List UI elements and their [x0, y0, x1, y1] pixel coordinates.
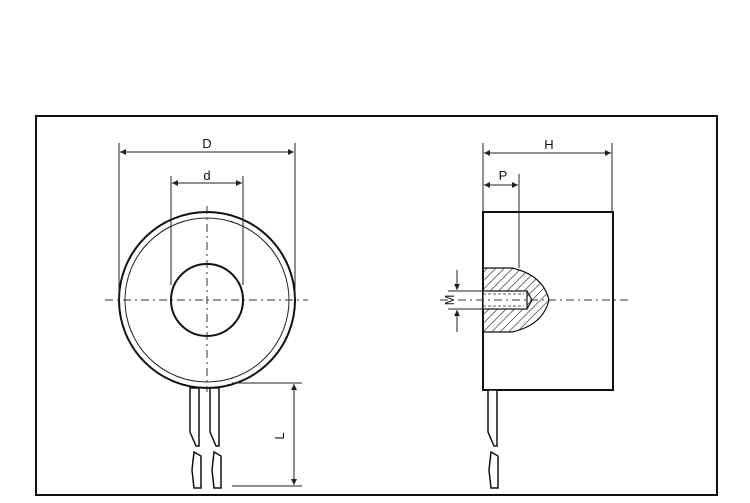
l-label: L: [272, 432, 287, 439]
d-outer-label: D: [202, 136, 211, 151]
d-inner-label: d: [203, 168, 210, 183]
side-lead-wire: [487, 389, 499, 489]
front-lead-wires: [189, 387, 222, 489]
side-view: H P M: [440, 137, 630, 489]
drawing-frame: [35, 115, 718, 496]
p-label: P: [499, 168, 508, 183]
front-view: D d L: [105, 136, 308, 489]
h-label: H: [544, 137, 553, 152]
m-label: M: [442, 295, 457, 306]
